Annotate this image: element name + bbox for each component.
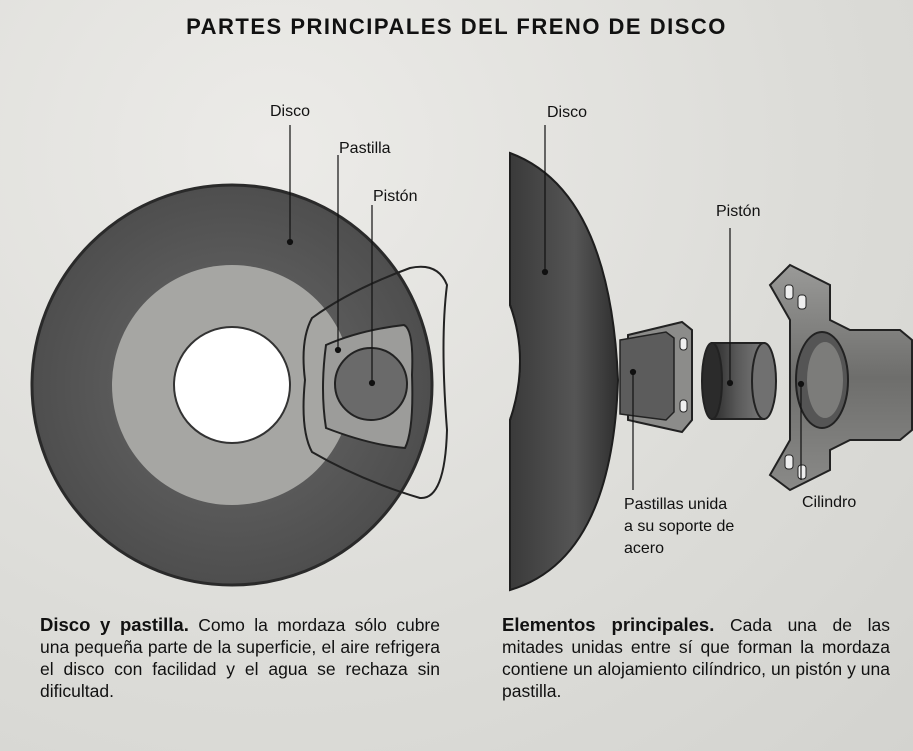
right-caption-heading: Elementos principales. — [502, 614, 715, 635]
left-label-disco: Disco — [270, 103, 311, 120]
left-caliper-outline — [302, 265, 449, 500]
right-label-pastillas: Pastillas unida a su soporte de acero — [624, 496, 735, 557]
page-title: PARTES PRINCIPALES DEL FRENO DE DISCO — [186, 14, 727, 39]
left-label-pastilla: Pastilla — [339, 140, 391, 157]
left-caption-text: Como la mordaza sólo cubre una pequeña p… — [40, 615, 440, 701]
left-disc — [30, 183, 434, 587]
right-leader-lines — [541, 125, 805, 490]
right-piston — [701, 342, 777, 420]
right-label-cilindro: Cilindro — [802, 494, 857, 511]
left-caption-heading: Disco y pastilla. — [40, 614, 189, 635]
right-disc — [509, 151, 620, 592]
right-disc-hub-cutout — [509, 304, 521, 421]
left-caption: Disco y pastilla. Como la mordaza sólo c… — [40, 614, 440, 702]
right-label-piston: Pistón — [716, 203, 761, 220]
left-leader-lines — [286, 125, 376, 387]
right-caption: Elementos principales. Cada una de las m… — [502, 614, 890, 702]
right-pad — [619, 320, 693, 434]
right-caption-text: Cada una de las mitades unidas entre sí … — [502, 615, 890, 701]
right-label-disco: Disco — [547, 104, 588, 121]
right-cylinder — [768, 263, 913, 492]
left-label-piston: Pistón — [373, 188, 418, 205]
